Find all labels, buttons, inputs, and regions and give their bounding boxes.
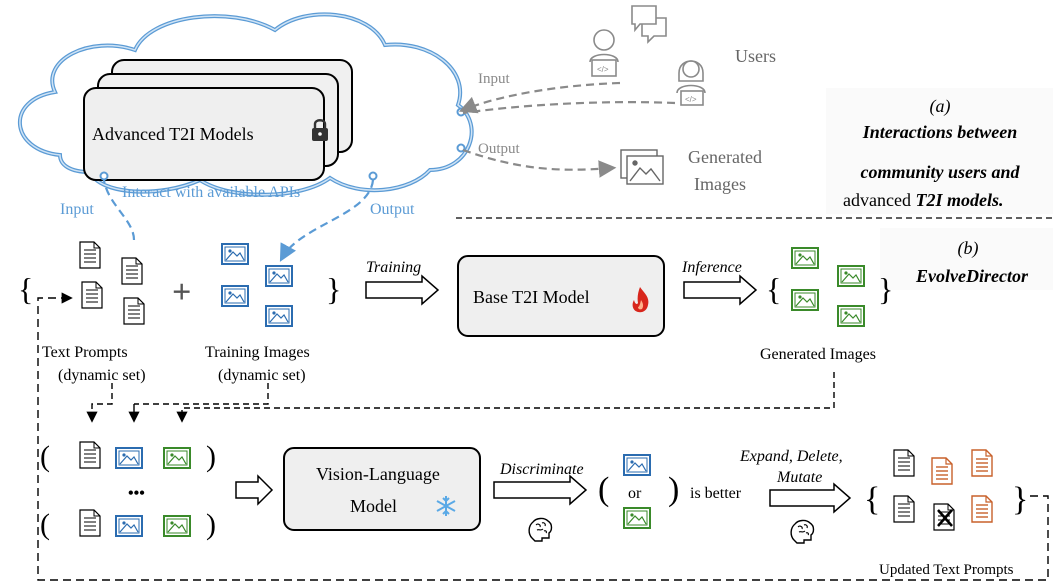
image-icon — [623, 454, 651, 476]
image-icon — [620, 149, 664, 185]
training-arrow-label: Training — [366, 259, 421, 276]
panel-a-line1: Interactions between — [862, 122, 1018, 142]
inference-arrow — [683, 274, 758, 306]
image-icon — [837, 265, 865, 287]
lock-icon — [312, 119, 328, 141]
bracket-close: ) — [206, 508, 216, 541]
image-icon — [791, 247, 819, 269]
image-icon — [115, 447, 143, 469]
api-output-label: Output — [370, 201, 415, 218]
base-model-label: Base T2I Model — [473, 287, 590, 307]
document-icon — [79, 509, 101, 537]
document-icon — [123, 297, 145, 325]
text-prompts-sub: (dynamic set) — [58, 367, 146, 384]
cloud-input-label: Input — [478, 71, 510, 87]
users-label: Users — [735, 46, 776, 66]
bracket-open: ( — [40, 440, 50, 473]
image-icon — [221, 285, 249, 307]
document-icon — [971, 449, 993, 477]
discriminate-label: Discriminate — [499, 461, 584, 478]
image-icon — [791, 289, 819, 311]
discriminate-arrow — [493, 474, 588, 506]
image-icon — [163, 447, 191, 469]
text-prompts-label: Text Prompts — [42, 344, 128, 361]
document-icon — [931, 457, 953, 485]
svg-text:</>: </> — [685, 95, 697, 104]
image-icon — [623, 507, 651, 529]
image-icon — [221, 243, 249, 265]
feedback-loop — [37, 292, 1049, 581]
vlm-line1: Vision-Language — [316, 464, 440, 484]
image-icon — [837, 305, 865, 327]
models-label: Advanced T2I Models — [92, 124, 254, 144]
bracket-close: ) — [668, 471, 679, 508]
image-icon — [265, 265, 293, 287]
document-icon — [893, 495, 915, 523]
brain-icon — [790, 519, 815, 544]
panel-a-box — [826, 88, 1053, 214]
image-icon — [265, 305, 293, 327]
user-icon: </> — [676, 60, 706, 106]
document-icon — [81, 281, 103, 309]
panel-b-name: EvolveDirector — [915, 266, 1029, 286]
brace-left-updated: { — [864, 481, 880, 518]
ellipsis: ••• — [128, 485, 145, 502]
panel-a-line3: advanced T2I models. — [843, 190, 1003, 210]
ops-line1: Expand, Delete, — [739, 448, 843, 465]
document-icon — [893, 449, 915, 477]
brace-right-gen: } — [878, 271, 893, 307]
bracket-open: ( — [598, 471, 609, 508]
updated-prompts-label: Updated Text Prompts — [879, 562, 1014, 578]
document-icon — [971, 495, 993, 523]
panel-b-tag: (b) — [958, 238, 979, 259]
brace-right-row1: } — [326, 271, 341, 307]
image-icon — [115, 515, 143, 537]
vlm-input-arrow — [235, 474, 274, 506]
brace-left-gen: { — [766, 271, 781, 307]
brace-left-row1: { — [18, 271, 33, 307]
vlm-box — [283, 447, 481, 531]
api-text: Interact with available APIs — [122, 184, 300, 201]
ops-arrow — [769, 482, 852, 514]
document-icon — [79, 441, 101, 469]
training-images-sub: (dynamic set) — [218, 367, 306, 384]
brain-icon — [528, 517, 553, 542]
image-icon — [163, 515, 191, 537]
cloud-output-label: Output — [478, 141, 521, 157]
plus-sign: + — [172, 274, 191, 311]
generated-top-line2: Images — [694, 174, 746, 194]
training-arrow — [365, 274, 440, 306]
panel-a-line2: community users and — [860, 162, 1020, 182]
document-icon — [79, 241, 101, 269]
training-images-label: Training Images — [205, 344, 310, 361]
bracket-close: ) — [206, 440, 216, 473]
deleted-document-icon — [933, 503, 955, 531]
api-input-label: Input — [60, 201, 94, 218]
panel-a-tag: (a) — [930, 96, 951, 117]
generated-top-line1: Generated — [688, 147, 762, 167]
vlm-line2: Model — [350, 496, 397, 516]
brace-right-updated: } — [1012, 481, 1028, 518]
bracket-open: ( — [40, 508, 50, 541]
is-better-label: is better — [690, 485, 742, 502]
panel-b-box — [880, 228, 1053, 290]
or-label: or — [628, 485, 642, 502]
inference-arrow-label: Inference — [681, 259, 742, 276]
snowflake-icon — [436, 496, 456, 516]
chat-icon — [631, 5, 667, 44]
user-icon: </> — [589, 29, 619, 77]
ops-line2: Mutate — [776, 469, 822, 486]
flame-icon — [632, 287, 649, 313]
generated-images-label: Generated Images — [760, 346, 876, 363]
document-icon — [121, 257, 143, 285]
svg-text:</>: </> — [597, 65, 609, 74]
base-model-box — [457, 255, 665, 337]
